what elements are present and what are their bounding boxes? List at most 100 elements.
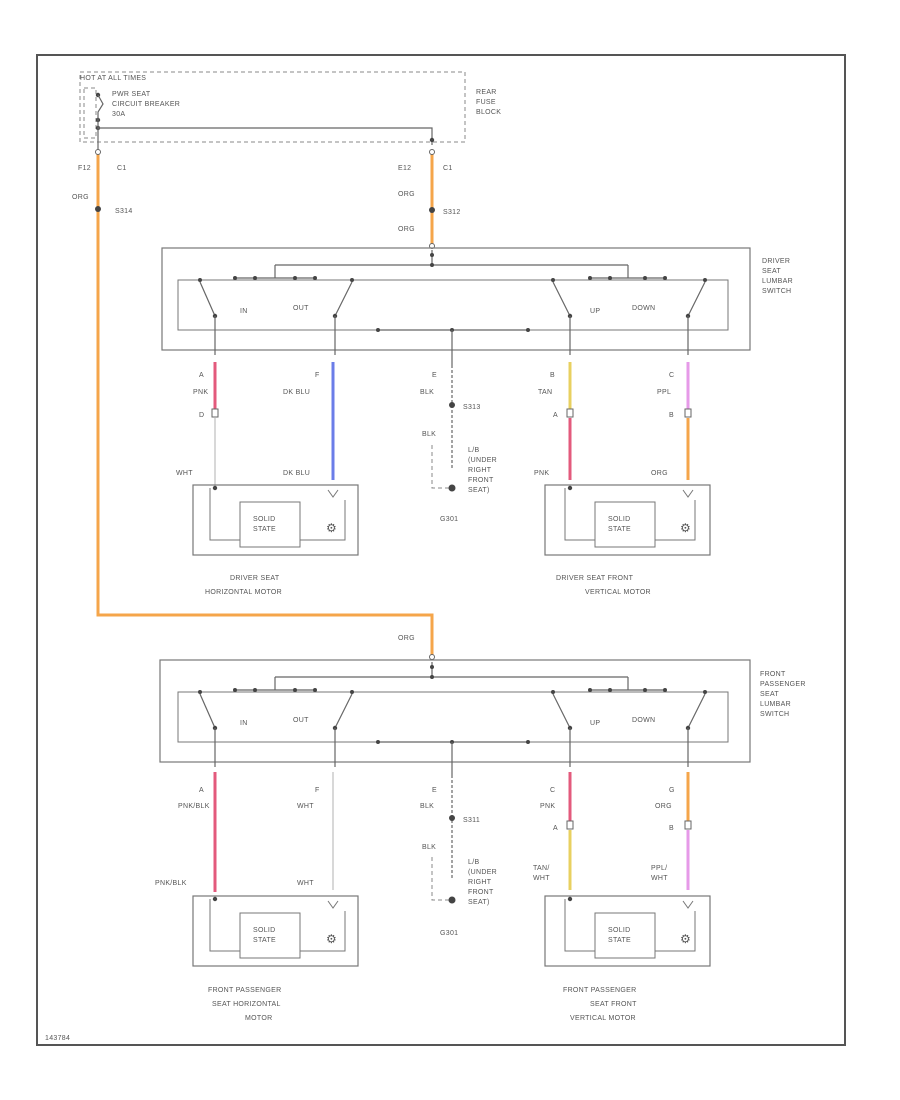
driver-switch-name-2: SEAT bbox=[762, 268, 781, 275]
driver-hmotor-inner-1: SOLID bbox=[253, 516, 276, 523]
passenger-switch-name-1: FRONT bbox=[760, 671, 786, 678]
driver-motor-wire-dkblu: DK BLU bbox=[283, 470, 310, 477]
left-terminal-label: F12 bbox=[78, 165, 91, 172]
driver-wire-b: TAN bbox=[538, 389, 552, 396]
driver-ground-note-5: SEAT) bbox=[468, 487, 490, 494]
driver-ground-note-3: RIGHT bbox=[468, 467, 492, 474]
driver-ground-wire: BLK bbox=[422, 431, 436, 438]
passenger-vertical-motor: SOLID STATE ⚙ bbox=[544, 895, 711, 967]
right-wire-label-1: ORG bbox=[398, 191, 415, 198]
right-terminal-label: E12 bbox=[398, 165, 411, 172]
driver-ground-note-1: L/B bbox=[468, 447, 479, 454]
driver-wire-f: DK BLU bbox=[283, 389, 310, 396]
driver-in-label: IN bbox=[240, 308, 248, 315]
driver-ground-note-4: FRONT bbox=[468, 477, 494, 484]
passenger-pin-c: C bbox=[550, 787, 555, 794]
driver-hmotor-inner-2: STATE bbox=[253, 526, 276, 533]
driver-conn-b: B bbox=[669, 412, 674, 419]
passenger-pin-e: E bbox=[432, 787, 437, 794]
passenger-switch-name-4: LUMBAR bbox=[760, 701, 791, 708]
passenger-pin-g: G bbox=[669, 787, 675, 794]
driver-ground: S313 BLK L/B (UNDER RIGHT FRONT SEAT) G3… bbox=[422, 402, 497, 523]
driver-switch-name-4: SWITCH bbox=[762, 288, 791, 295]
passenger-vmotor-name-2: SEAT FRONT bbox=[590, 1001, 637, 1008]
driver-vmotor-inner-1: SOLID bbox=[608, 516, 631, 523]
passenger-ground: S311 BLK L/B (UNDER RIGHT FRONT SEAT) G3… bbox=[422, 815, 497, 937]
driver-wire-c: PPL bbox=[657, 389, 671, 396]
diagram-frame bbox=[36, 54, 846, 1046]
breaker-label-3: 30A bbox=[112, 111, 125, 118]
passenger-out-label: OUT bbox=[293, 717, 309, 724]
motor-gear-icon: ⚙ bbox=[680, 521, 691, 535]
fuse-block-label-3: BLOCK bbox=[476, 109, 501, 116]
passenger-conn-b: B bbox=[669, 825, 674, 832]
passenger-feed-wire-label: ORG bbox=[398, 635, 415, 642]
driver-pin-f: F bbox=[315, 372, 320, 379]
passenger-motor-wire-ppl-top: PPL/ bbox=[651, 865, 667, 872]
diagram-id: 143784 bbox=[45, 1035, 70, 1042]
passenger-hmotor-name-2: SEAT HORIZONTAL bbox=[212, 1001, 281, 1008]
fuse-block-label-2: FUSE bbox=[476, 99, 496, 106]
passenger-motor-wire-ppl-bottom: WHT bbox=[651, 875, 668, 882]
driver-motor-wire-wht: WHT bbox=[176, 470, 193, 477]
driver-pin-a: A bbox=[199, 372, 204, 379]
driver-vmotor-inner-2: STATE bbox=[608, 526, 631, 533]
passenger-wire-c: PNK bbox=[540, 803, 555, 810]
passenger-ground-wire: BLK bbox=[422, 844, 436, 851]
driver-pin-b: B bbox=[550, 372, 555, 379]
fuse-block-label-1: REAR bbox=[476, 89, 497, 96]
driver-conn-a: A bbox=[553, 412, 558, 419]
passenger-motor-wire-pnkblk: PNK/BLK bbox=[155, 880, 187, 887]
passenger-ground-note-5: SEAT) bbox=[468, 899, 490, 906]
passenger-vmotor-name-1: FRONT PASSENGER bbox=[563, 987, 636, 994]
passenger-wire-g: ORG bbox=[655, 803, 672, 810]
driver-vmotor-name-1: DRIVER SEAT FRONT bbox=[556, 575, 634, 582]
passenger-ground-note-4: FRONT bbox=[468, 889, 494, 896]
driver-hmotor-name-1: DRIVER SEAT bbox=[230, 575, 280, 582]
passenger-splice-label: S311 bbox=[463, 817, 480, 824]
passenger-ground-note-3: RIGHT bbox=[468, 879, 492, 886]
driver-conn-d: D bbox=[199, 412, 204, 419]
breaker-label-2: CIRCUIT BREAKER bbox=[112, 101, 180, 108]
driver-hmotor-name-2: HORIZONTAL MOTOR bbox=[205, 589, 282, 596]
passenger-wire-e: BLK bbox=[420, 803, 434, 810]
left-connector-label: C1 bbox=[117, 165, 127, 172]
breaker-label-1: PWR SEAT bbox=[112, 91, 151, 98]
passenger-down-label: DOWN bbox=[632, 717, 655, 724]
passenger-pin-f: F bbox=[315, 787, 320, 794]
left-wire-label: ORG bbox=[72, 194, 89, 201]
passenger-horizontal-motor: SOLID STATE ⚙ bbox=[192, 895, 359, 967]
passenger-ground-id: G301 bbox=[440, 930, 458, 937]
passenger-wire-f: WHT bbox=[297, 803, 314, 810]
passenger-hmotor-inner-2: STATE bbox=[253, 937, 276, 944]
driver-motor-wire-org: ORG bbox=[651, 470, 668, 477]
passenger-vmotor-inner-2: STATE bbox=[608, 937, 631, 944]
motor-gear-icon: ⚙ bbox=[326, 521, 337, 535]
passenger-vmotor-inner-1: SOLID bbox=[608, 927, 631, 934]
org-feed-wire-left bbox=[96, 150, 434, 660]
driver-up-label: UP bbox=[590, 308, 600, 315]
driver-horizontal-motor: SOLID STATE ⚙ bbox=[192, 484, 359, 556]
passenger-motor-wire-wht: WHT bbox=[297, 880, 314, 887]
driver-wire-e: BLK bbox=[420, 389, 434, 396]
motor-gear-icon: ⚙ bbox=[680, 932, 691, 946]
rear-fuse-block: HOT AT ALL TIMES PWR SEAT CIRCUIT BREAKE… bbox=[79, 71, 501, 160]
passenger-ground-note-1: L/B bbox=[468, 859, 479, 866]
passenger-hmotor-inner-1: SOLID bbox=[253, 927, 276, 934]
passenger-switch-name-2: PASSENGER bbox=[760, 681, 806, 688]
passenger-motor-wire-tan-bottom: WHT bbox=[533, 875, 550, 882]
passenger-switch-name-5: SWITCH bbox=[760, 711, 789, 718]
driver-vertical-motor: SOLID STATE ⚙ bbox=[544, 484, 711, 556]
driver-wire-a: PNK bbox=[193, 389, 208, 396]
passenger-lumbar-switch: FRONT PASSENGER SEAT LUMBAR SWITCH IN OU… bbox=[159, 659, 806, 775]
passenger-conn-a: A bbox=[553, 825, 558, 832]
right-wire-label-2: ORG bbox=[398, 226, 415, 233]
passenger-in-label: IN bbox=[240, 720, 248, 727]
hot-at-all-times-label: HOT AT ALL TIMES bbox=[80, 75, 146, 82]
driver-splice-label: S313 bbox=[463, 404, 481, 411]
driver-switch-name-1: DRIVER bbox=[762, 258, 790, 265]
driver-pin-e: E bbox=[432, 372, 437, 379]
driver-pin-c: C bbox=[669, 372, 674, 379]
motor-gear-icon: ⚙ bbox=[326, 932, 337, 946]
